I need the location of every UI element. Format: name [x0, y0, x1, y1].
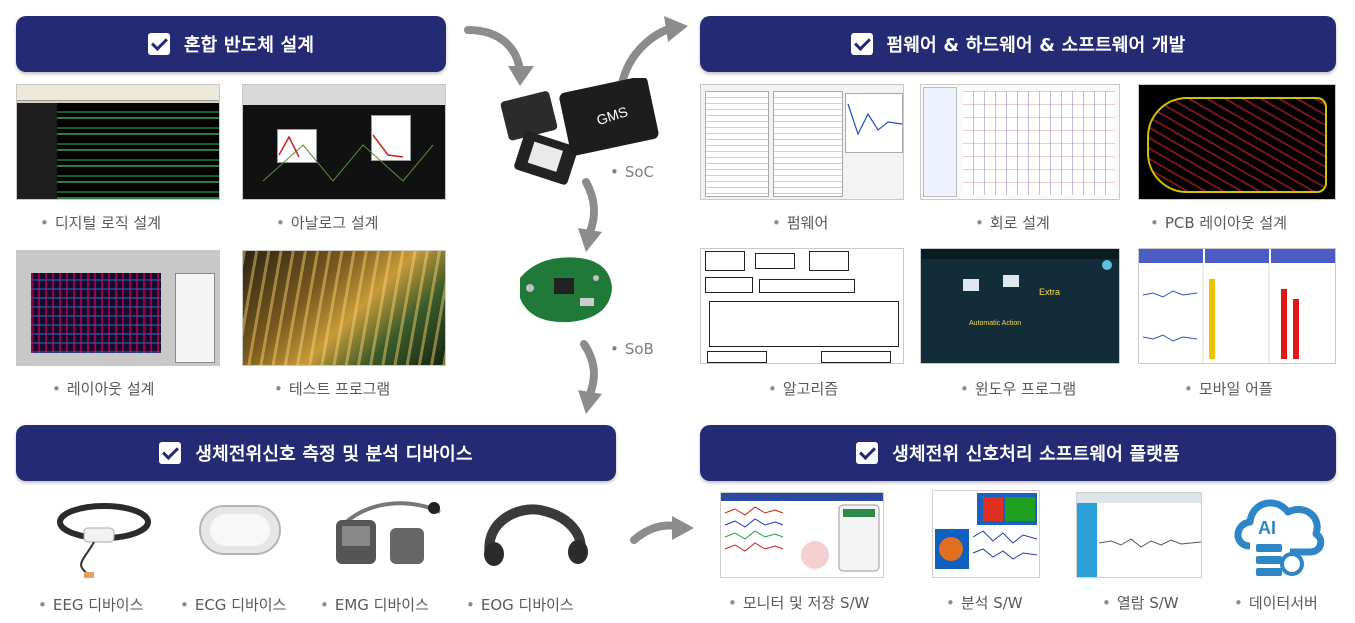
circuit-screenshot: [920, 84, 1120, 200]
eog-device-icon: [484, 504, 588, 566]
device-caption: EOG 디바이스: [466, 594, 574, 615]
chip-icon: GMS: [500, 78, 659, 185]
sob-label: SoB: [610, 340, 654, 358]
semiconductor-caption: 레이아웃 설계: [52, 378, 155, 399]
mobile-app-screenshot: [1138, 248, 1336, 364]
cloud-label: AI: [1258, 518, 1276, 538]
soc-label: SoC: [610, 163, 654, 181]
curved-arrow-icon: [464, 26, 534, 86]
platform-banner: 생체전위 신호처리 소프트웨어 플랫폼: [700, 425, 1336, 481]
platform-caption: 모니터 및 저장 S/W: [728, 592, 870, 613]
analog-screenshot: [242, 84, 446, 200]
firmware-caption: 윈도우 프로그램: [960, 378, 1076, 399]
test-program-photo: [242, 250, 446, 366]
svg-text:Extra: Extra: [1039, 287, 1060, 297]
firmware-caption: 모바일 어플: [1184, 378, 1273, 399]
platform-caption: 데이터서버: [1234, 592, 1318, 613]
monitor-software-screenshot: [720, 492, 884, 578]
banner-title: 혼합 반도체 설계: [183, 35, 315, 56]
semiconductor-banner: 혼합 반도체 설계: [16, 16, 446, 72]
firmware-banner: 펌웨어 & 하드웨어 & 소프트웨어 개발: [700, 16, 1336, 72]
ecg-device-icon: [199, 505, 281, 555]
svg-text:Automatic Action: Automatic Action: [969, 320, 1021, 327]
banner-title: 생체전위신호 측정 및 분석 디바이스: [195, 444, 473, 465]
firmware-caption: 회로 설계: [975, 212, 1050, 233]
platform-caption: 분석 S/W: [946, 592, 1023, 613]
banner-title: 펌웨어 & 하드웨어 & 소프트웨어 개발: [886, 35, 1186, 56]
firmware-caption: 알고리즘: [768, 378, 838, 399]
curved-arrow-icon: [630, 516, 694, 544]
platform-caption: 열람 S/W: [1102, 592, 1179, 613]
curved-arrow-icon: [578, 340, 602, 414]
curved-arrow-icon: [578, 178, 602, 252]
eeg-device-icon: [57, 503, 151, 578]
semiconductor-caption: 테스트 프로그램: [274, 378, 390, 399]
device-banner: 생체전위신호 측정 및 분석 디바이스: [16, 425, 616, 481]
pcb-board-icon: [520, 257, 612, 323]
checkbox-icon: [159, 442, 182, 464]
checkbox-icon: [856, 442, 879, 464]
firmware-screenshot: [700, 84, 904, 200]
viewer-software-screenshot: [1076, 492, 1202, 578]
layout-screenshot: [16, 250, 220, 366]
digital-logic-screenshot: [16, 84, 220, 200]
checkbox-icon: [147, 33, 170, 55]
semiconductor-caption: 아날로그 설계: [276, 212, 379, 233]
banner-title: 생체전위 신호처리 소프트웨어 플랫폼: [892, 444, 1180, 465]
firmware-caption: 펌웨어: [772, 212, 828, 233]
algorithm-diagram: [700, 248, 904, 364]
windows-program-screenshot: Extra Automatic Action: [920, 248, 1120, 364]
pcb-layout-screenshot: [1138, 84, 1336, 200]
analysis-software-screenshot: [932, 490, 1040, 578]
device-caption: EMG 디바이스: [320, 594, 429, 615]
device-caption: EEG 디바이스: [38, 594, 144, 615]
checkbox-icon: [850, 33, 873, 55]
emg-device-icon: [336, 501, 441, 564]
device-caption: ECG 디바이스: [180, 594, 287, 615]
cloud-ai-icon: AI: [1234, 499, 1325, 576]
firmware-caption: PCB 레이아웃 설계: [1150, 212, 1287, 233]
curved-arrow-icon: [618, 16, 688, 88]
semiconductor-caption: 디지털 로직 설계: [40, 212, 161, 233]
